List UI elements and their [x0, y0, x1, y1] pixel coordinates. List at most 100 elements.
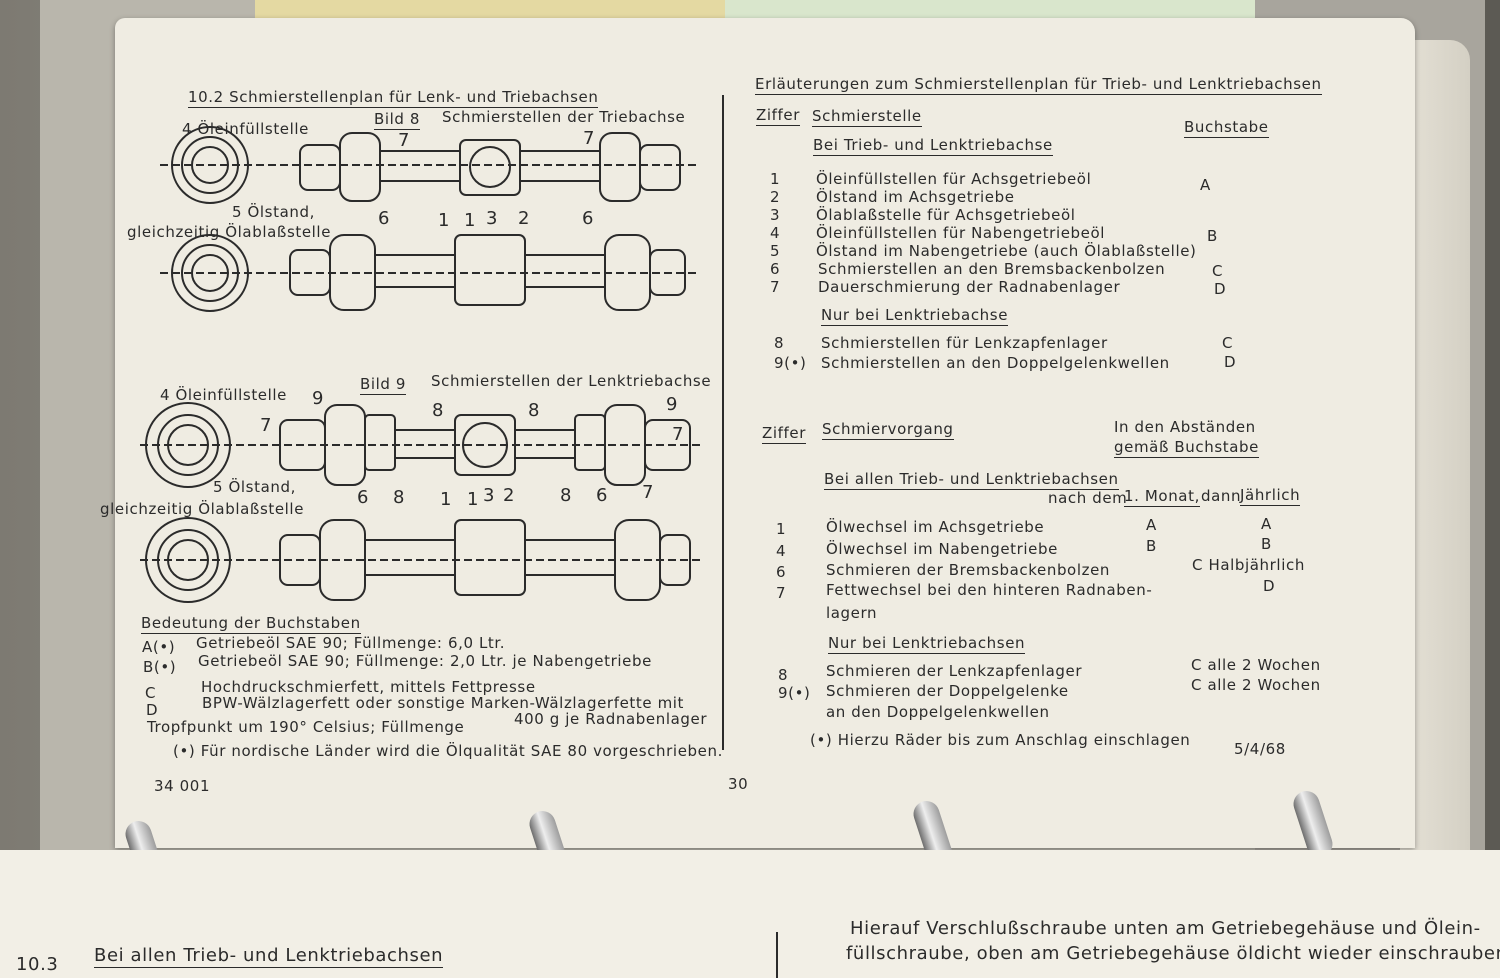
next-section-number: 10.3: [16, 954, 59, 975]
table2-group1: Bei allen Trieb- und Lenktriebachsen: [824, 470, 1119, 490]
col-schmierstelle: Schmierstelle: [812, 107, 922, 127]
yellow-sheet-edge: [255, 0, 735, 22]
fig9-number: 9: [312, 388, 325, 409]
row-text: Ölwechsel im Nabengetriebe: [826, 540, 1058, 558]
row-text: Öleinfüllstellen für Nabengetriebeöl: [816, 224, 1106, 242]
fig9-number: 8: [432, 400, 445, 421]
row-text: Fettwechsel bei den hinteren Radnaben-: [826, 581, 1153, 599]
row-number: 4: [770, 224, 781, 242]
manual-page: [115, 18, 1415, 848]
fig8-level-label: 5 Ölstand,: [232, 203, 315, 221]
row-number: 8: [778, 666, 789, 684]
fig9-caption: Schmierstellen der Lenktriebachse: [431, 372, 712, 390]
fig8-drain-label: gleichzeitig Ölablaßstelle: [127, 223, 332, 241]
fig8-number: 1: [438, 210, 451, 231]
fig8-number: 2: [518, 208, 531, 229]
fig8-number: 3: [486, 208, 499, 229]
row-number: 8: [774, 334, 785, 352]
table2-dann: dann: [1201, 487, 1242, 505]
fig9-label: Bild 9: [360, 375, 407, 395]
legend-amount: 400 g je Radnabenlager: [514, 710, 708, 728]
row-text: Ölablaßstelle für Achsgetriebeöl: [816, 206, 1076, 224]
fig9-number: 6: [596, 485, 609, 506]
legend-continuation: Tropfpunkt um 190° Celsius; Füllmenge: [147, 718, 465, 736]
next-page: [0, 850, 1500, 978]
next-page-text: Hierauf Verschlußschraube unten am Getri…: [850, 918, 1481, 939]
fig9-number: 8: [393, 487, 406, 508]
fig9-drain-label: gleichzeitig Ölablaßstelle: [100, 500, 305, 518]
row-number: 4: [776, 542, 787, 560]
row-number: 7: [776, 584, 787, 602]
row-number: 1: [776, 520, 787, 538]
row-number: 1: [770, 170, 781, 188]
fig9-number: 6: [357, 487, 370, 508]
row-letter: D: [1224, 353, 1237, 371]
row-later: A: [1261, 515, 1272, 533]
fig8-number: 6: [378, 208, 391, 229]
row-letter: C: [1212, 262, 1224, 280]
row-later: C Halbjährlich: [1192, 556, 1305, 574]
row-number: 6: [776, 563, 787, 581]
fig9-number: 2: [503, 485, 516, 506]
row-number: 5: [770, 242, 781, 260]
row-later: B: [1261, 535, 1272, 553]
fig9-number: 7: [672, 424, 685, 445]
legend-text: BPW-Wälzlagerfett oder sonstige Marken-W…: [202, 694, 685, 712]
fig9-number: 8: [528, 400, 541, 421]
fig8-caption: Schmierstellen der Triebachse: [442, 108, 686, 126]
table1-group2: Nur bei Lenktriebachse: [821, 306, 1009, 326]
next-page-divider: [776, 932, 778, 978]
row-text: Ölwechsel im Achsgetriebe: [826, 518, 1045, 536]
col-abstand: In den Abständen: [1114, 418, 1256, 436]
table2-yearly: Jährlich: [1240, 486, 1301, 506]
col-ziffer-2: Ziffer: [762, 424, 807, 444]
table2-subheader: nach dem: [1048, 489, 1128, 507]
row-continuation: lagern: [826, 604, 878, 622]
next-section-title: Bei allen Trieb- und Lenktriebachsen: [94, 945, 444, 968]
right-title: Erläuterungen zum Schmierstellenplan für…: [755, 75, 1322, 95]
legend-key: A(•): [142, 638, 176, 656]
section-title: 10.2 Schmierstellenplan für Lenk- und Tr…: [188, 88, 599, 108]
row-text: Schmierstellen an den Bremsbackenbolzen: [818, 260, 1166, 278]
legend-key: D: [146, 701, 159, 719]
row-text: Dauerschmierung der Radnabenlager: [818, 278, 1121, 296]
fig8-number: 6: [582, 208, 595, 229]
row-letter: D: [1214, 280, 1227, 298]
row-text: Schmieren der Lenkzapfenlager: [826, 662, 1083, 680]
legend-title: Bedeutung der Buchstaben: [141, 614, 361, 634]
row-text: Schmieren der Doppelgelenke: [826, 682, 1069, 700]
row-text: Schmierstellen für Lenkzapfenlager: [821, 334, 1108, 352]
legend-text: Getriebeöl SAE 90; Füllmenge: 6,0 Ltr.: [196, 634, 506, 652]
row-later: D: [1263, 577, 1276, 595]
row-first: B: [1146, 537, 1157, 555]
row-later: C alle 2 Wochen: [1191, 656, 1321, 674]
row-text: Schmierstellen an den Doppelgelenkwellen: [821, 354, 1170, 372]
fig9-number: 7: [260, 415, 273, 436]
row-later: C alle 2 Wochen: [1191, 676, 1321, 694]
row-text: Ölstand im Achsgetriebe: [816, 188, 1015, 206]
row-number: 9(•): [774, 354, 807, 372]
document-number: 34 001: [154, 777, 211, 795]
table1-group1: Bei Trieb- und Lenktriebachse: [813, 136, 1053, 156]
row-continuation: an den Doppelgelenkwellen: [826, 703, 1050, 721]
page-date: 5/4/68: [1234, 740, 1286, 758]
row-letter: A: [1200, 176, 1211, 194]
row-letter: B: [1207, 227, 1218, 245]
fig9-number: 8: [560, 485, 573, 506]
row-text: Öleinfüllstellen für Achsgetriebeöl: [816, 170, 1092, 188]
legend-key: C: [145, 684, 157, 702]
col-buchstabe: Buchstabe: [1184, 118, 1269, 138]
fig9-number: 7: [642, 482, 655, 503]
page-number: 30: [728, 775, 749, 793]
next-page-text: füllschraube, oben am Getriebegehäuse öl…: [846, 943, 1500, 964]
fig8-label: Bild 8: [374, 110, 421, 130]
fig9-number: 3: [483, 485, 496, 506]
table2-first-month: 1. Monat,: [1124, 487, 1200, 507]
fig9-number: 1: [440, 489, 453, 510]
row-number: 7: [770, 278, 781, 296]
fig8-number: 7: [398, 130, 411, 151]
col-abstand: gemäß Buchstabe: [1114, 438, 1259, 458]
left-footnote: (•) Für nordische Länder wird die Ölqual…: [173, 742, 723, 760]
row-text: Schmieren der Bremsbackenbolzen: [826, 561, 1111, 579]
fig8-number: 7: [583, 128, 596, 149]
